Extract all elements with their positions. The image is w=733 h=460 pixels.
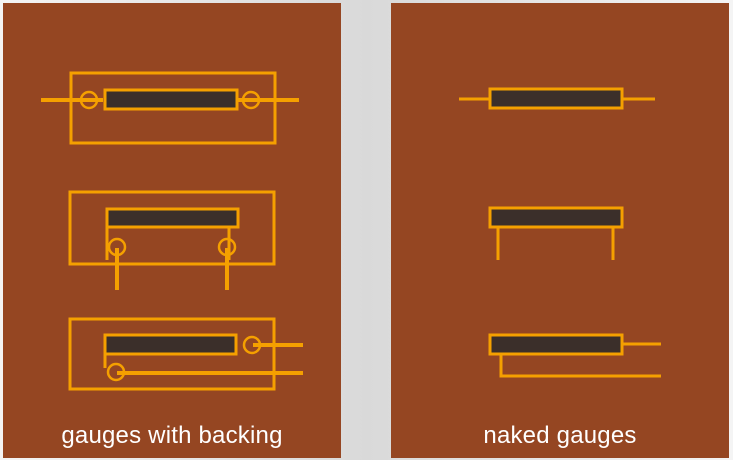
- panel-naked-gauges: naked gauges: [391, 3, 729, 458]
- solder-pad-lower: [106, 362, 126, 382]
- backing-frame: [69, 71, 277, 145]
- solder-pad-right: [241, 90, 261, 110]
- panel-caption: gauges with backing: [61, 422, 283, 449]
- solder-pad-upper: [242, 335, 262, 355]
- gauge-element: [103, 333, 238, 356]
- gauge-element: [103, 88, 239, 111]
- naked-gauge-axial: [459, 87, 655, 110]
- backed-gauge-same-side: [68, 317, 303, 391]
- naked-gauges-diagram: [459, 87, 661, 378]
- panel-gauges-with-backing: gauges with backing: [3, 3, 341, 458]
- naked-gauge-radial: [488, 206, 624, 260]
- solder-pad-right: [217, 237, 237, 257]
- panel-caption: naked gauges: [483, 422, 637, 449]
- backed-gauge-radial: [68, 190, 276, 290]
- naked-gauge-same-side: [488, 333, 661, 378]
- backing-frame: [68, 317, 276, 391]
- backing-frame: [68, 190, 276, 266]
- gauge-element: [488, 206, 624, 229]
- gauge-element: [488, 87, 624, 110]
- gauge-element: [488, 333, 624, 356]
- backed-gauge-axial: [41, 71, 299, 145]
- backed-gauges-diagram: [41, 71, 303, 391]
- gauge-element: [105, 207, 240, 229]
- solder-pad-left: [107, 237, 127, 257]
- solder-pad-left: [79, 90, 99, 110]
- lead-lower: [499, 354, 661, 378]
